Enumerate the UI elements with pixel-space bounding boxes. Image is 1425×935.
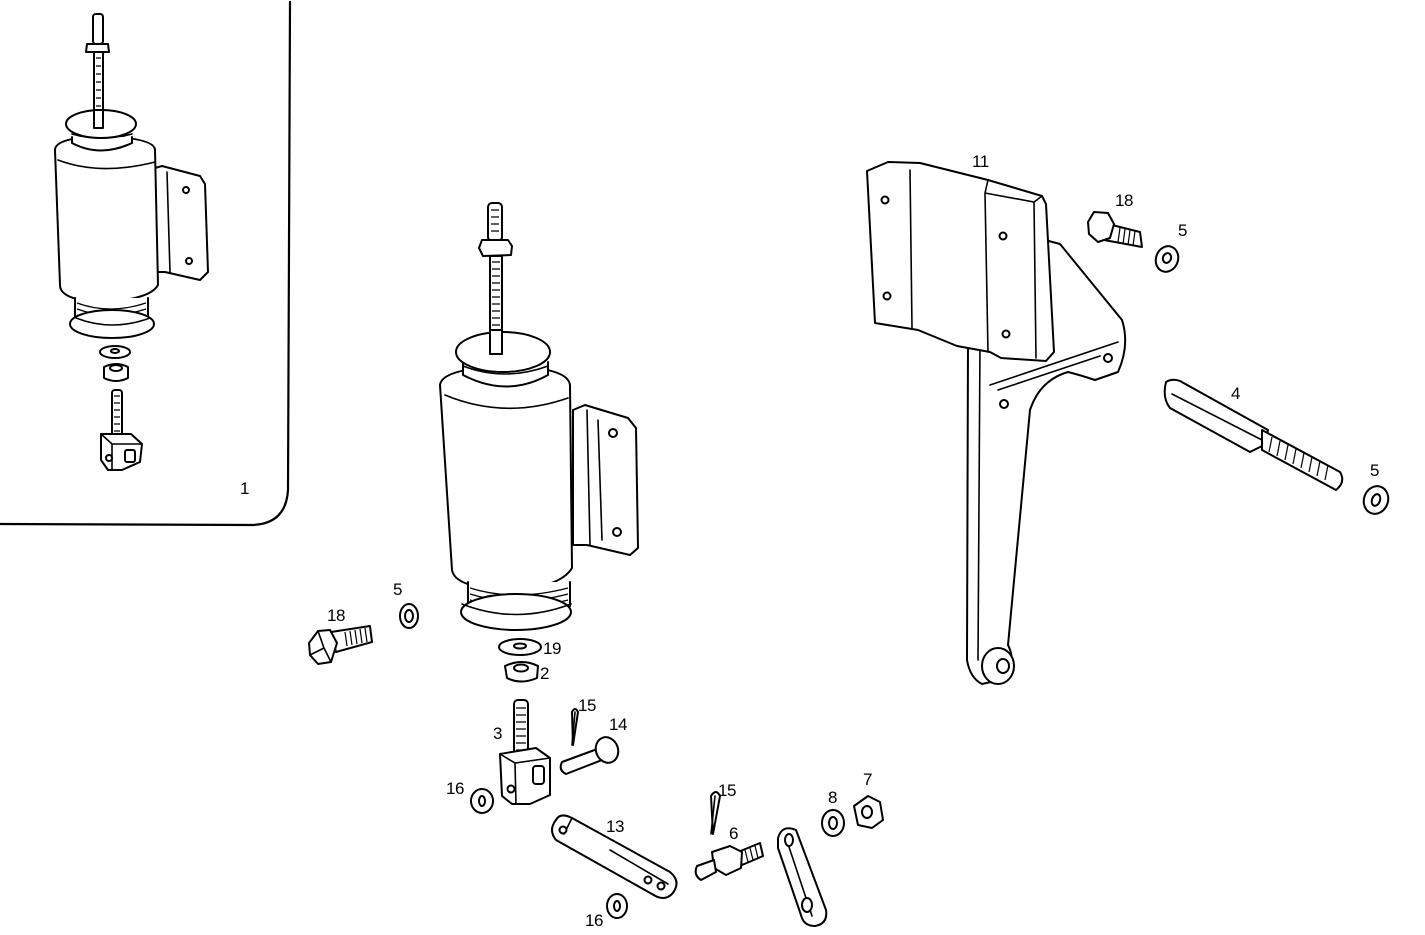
callout-5b: 5 [1178, 221, 1187, 240]
threaded-rod-4 [1163, 378, 1344, 491]
callout-5c: 5 [1370, 461, 1379, 480]
callout-1: 1 [240, 479, 249, 498]
washer-8 [821, 809, 845, 837]
callout-7: 7 [863, 770, 872, 789]
callout-2: 2 [540, 664, 549, 683]
nut-7 [853, 795, 884, 829]
callout-5a: 5 [393, 580, 402, 599]
clevis-pin-14 [559, 736, 620, 775]
washer-5c [1362, 485, 1390, 515]
lever-plate [777, 827, 828, 927]
main-solenoid [439, 202, 639, 631]
nut-2 [504, 661, 539, 683]
split-pin-15a [571, 708, 579, 746]
callout-19: 19 [543, 639, 561, 658]
callout-13: 13 [606, 817, 624, 836]
callout-15b: 15 [718, 781, 736, 800]
washer-5a [399, 603, 419, 629]
inset-solenoid-assembly [54, 13, 209, 471]
callout-8: 8 [828, 788, 837, 807]
callout-18b: 18 [1115, 191, 1133, 210]
washer-16a [470, 788, 494, 814]
link-bar-13 [551, 814, 678, 899]
inset-frame [0, 0, 292, 527]
callout-16b: 16 [585, 911, 603, 930]
mounting-bracket-11 [866, 161, 1127, 685]
washer-19 [498, 638, 542, 656]
callout-18a: 18 [327, 606, 345, 625]
callout-11: 11 [972, 152, 989, 171]
bolt-18a [308, 625, 373, 665]
bolt-18b [1087, 211, 1143, 248]
ball-pin-6 [694, 842, 764, 881]
clevis-3 [499, 699, 551, 805]
callout-14: 14 [609, 715, 627, 734]
split-pin-15b [710, 791, 721, 835]
callout-6: 6 [729, 824, 738, 843]
callout-15a: 15 [578, 696, 596, 715]
callout-3: 3 [493, 724, 502, 743]
washer-16b [606, 893, 628, 919]
washer-5b [1154, 245, 1180, 273]
callout-4: 4 [1231, 384, 1240, 403]
callout-16a: 16 [446, 779, 464, 798]
